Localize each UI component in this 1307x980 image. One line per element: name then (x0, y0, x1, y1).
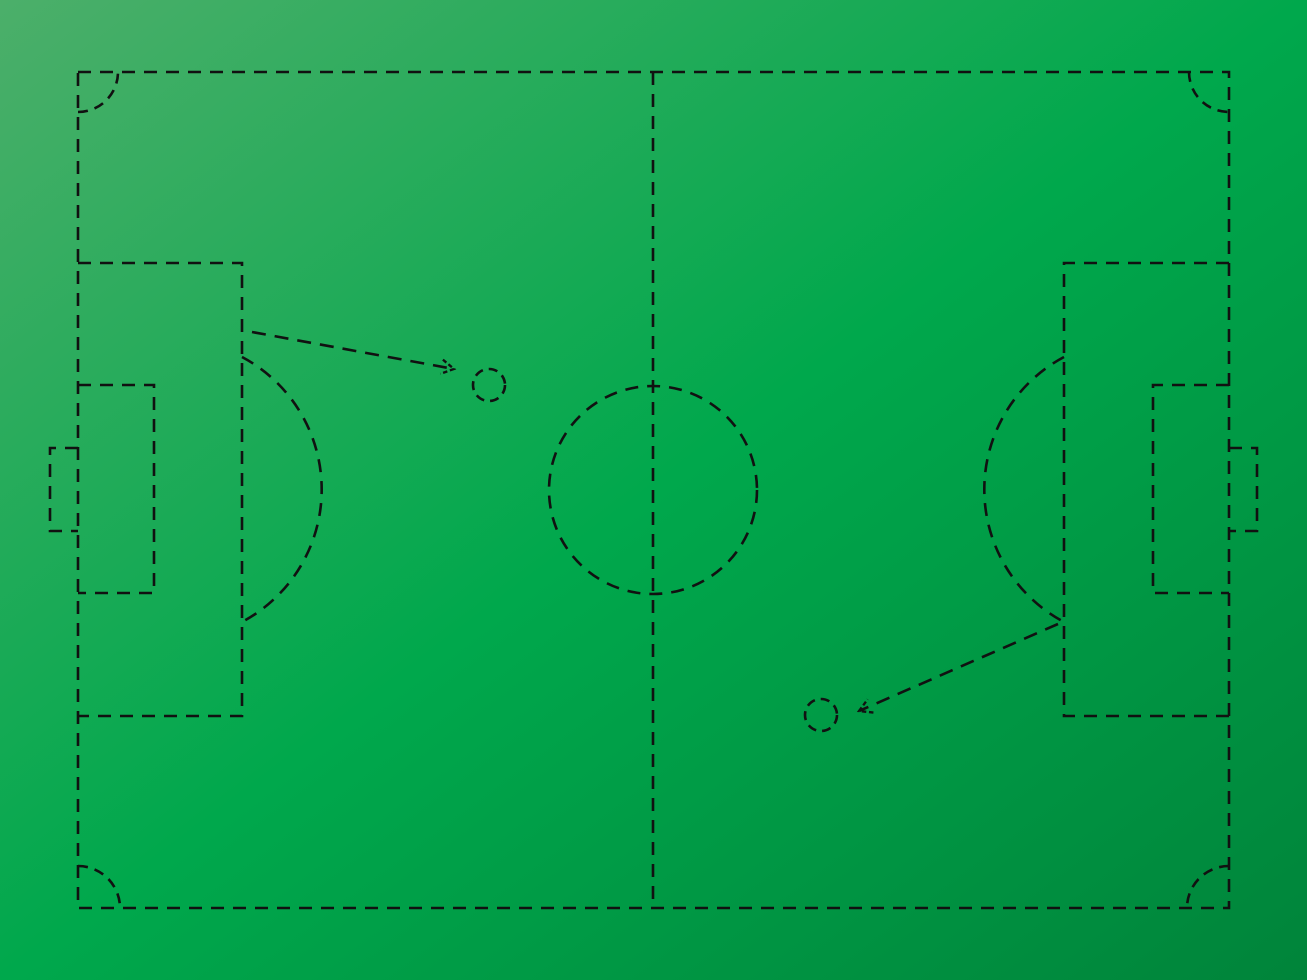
player-right-attacker-marker (803, 697, 839, 733)
pitch-markings (48, 70, 1259, 910)
right-penalty-arc (983, 355, 1065, 624)
player-left-attacker-marker (471, 367, 507, 403)
left-goal (48, 446, 78, 533)
corner-arc-bottom-left (77, 864, 122, 909)
pass-arrow-left (251, 330, 454, 369)
corner-arc-top-left (77, 71, 120, 114)
left-penalty-arc (241, 355, 323, 624)
tactic-overlay (251, 330, 1059, 733)
corner-arc-bottom-right (1185, 864, 1230, 909)
pass-arrow-right (859, 622, 1059, 711)
right-goal (1229, 446, 1259, 533)
right-goal-area (1151, 383, 1229, 595)
corner-arc-top-right (1187, 71, 1230, 114)
left-goal-area (78, 383, 156, 595)
centre-circle (547, 384, 759, 596)
